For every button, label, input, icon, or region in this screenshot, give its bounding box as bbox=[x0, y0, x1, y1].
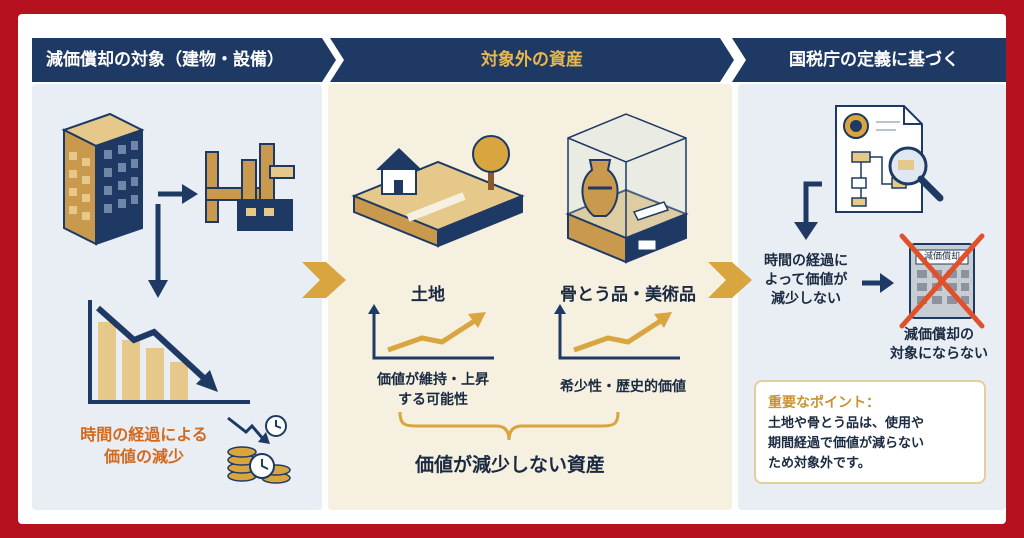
official-document-magnifier-icon bbox=[835, 105, 944, 213]
header-depreciable: 減価償却の対象（建物・設備） bbox=[32, 38, 336, 82]
not-target-line-1: 減価償却の bbox=[904, 327, 974, 343]
right-arrow bbox=[862, 273, 894, 293]
value-decrease-caption: 時間の経過による 価値の減少 bbox=[64, 424, 224, 468]
header-excluded: 対象外の資産 bbox=[330, 38, 734, 82]
time-line-3: 減少しない bbox=[771, 291, 841, 307]
key-point-title: 重要なポイント： bbox=[768, 395, 880, 411]
caption-line-2: 価値の減少 bbox=[103, 447, 184, 466]
point-line-2: 期間経過で価値が減らない bbox=[768, 436, 925, 451]
antique-label: 骨とう品・美術品 bbox=[560, 285, 696, 305]
header-depreciable-title: 減価償却の対象（建物・設備） bbox=[46, 50, 284, 70]
land-illustration bbox=[351, 135, 525, 248]
antique-vase-case-icon bbox=[565, 113, 689, 264]
header-definition: 国税庁の定義に基づく bbox=[732, 38, 1006, 82]
pipe-equipment-icon bbox=[205, 143, 295, 231]
coins-clock-icon bbox=[227, 415, 291, 484]
caption-line-1: 時間の経過による bbox=[80, 425, 208, 444]
calculator-label: 減価償却 bbox=[923, 252, 960, 262]
antique-description: 希少性・歴史的価値 bbox=[560, 379, 686, 395]
not-depreciable-text: 減価償却の 対象にならない bbox=[874, 326, 1004, 364]
non-decreasing-assets-label: 価値が減少しない資産 bbox=[414, 454, 605, 476]
not-target-line-2: 対象にならない bbox=[890, 346, 988, 362]
land-desc-line-1: 価値が維持・上昇 bbox=[377, 372, 489, 388]
infographic-frame: 減価償却の対象（建物・設備） 対象外の資産 国税庁の定義に基づく bbox=[18, 14, 1006, 524]
bent-down-arrow bbox=[794, 181, 822, 240]
header-excluded-title: 対象外の資産 bbox=[481, 50, 583, 70]
key-point-box: 重要なポイント： 土地や骨とう品は、使用や 期間経過で価値が減らない ため対象外… bbox=[754, 380, 986, 484]
transition-arrow-2 bbox=[708, 262, 752, 298]
land-description: 価値が維持・上昇 する可能性 bbox=[348, 370, 518, 410]
land-label: 土地 bbox=[411, 285, 445, 305]
point-line-3: ため対象外です。 bbox=[768, 456, 871, 471]
antique-rising-chart bbox=[554, 304, 680, 360]
time-line-1: 時間の経過に bbox=[764, 253, 848, 269]
point-line-1: 土地や骨とう品は、使用や bbox=[768, 416, 925, 431]
depreciation-calculator-crossed-icon: 減価償却 bbox=[899, 233, 985, 329]
declining-value-chart bbox=[88, 300, 250, 404]
transition-arrow-1 bbox=[302, 262, 346, 298]
flow-arrows bbox=[148, 184, 198, 298]
land-rising-chart bbox=[368, 304, 494, 360]
key-point-body: 土地や骨とう品は、使用や 期間経過で価値が減らない ため対象外です。 bbox=[768, 414, 924, 474]
time-line-2: よって価値が bbox=[764, 272, 848, 288]
header-definition-title: 国税庁の定義に基づく bbox=[789, 50, 959, 70]
no-decrease-over-time-text: 時間の経過に よって価値が 減少しない bbox=[746, 252, 866, 309]
land-desc-line-2: する可能性 bbox=[398, 392, 468, 408]
grouping-brace bbox=[398, 411, 620, 441]
office-building-icon bbox=[61, 112, 145, 246]
